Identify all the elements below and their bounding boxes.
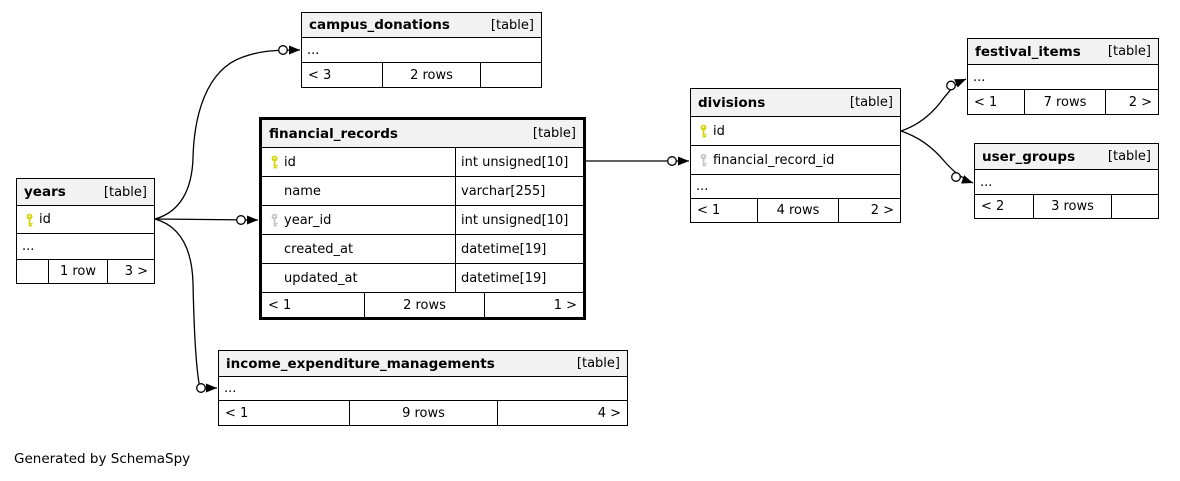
column-row-id: id	[17, 206, 154, 234]
table-financial_records[interactable]: financial_records [table] id int unsigne…	[259, 117, 586, 320]
table-name: financial_records	[269, 125, 398, 142]
footer-children: < 1	[974, 94, 998, 110]
table-name: years	[24, 184, 66, 200]
table-type-tag: [table]	[532, 126, 576, 141]
table-header: income_expenditure_managements [table]	[219, 351, 627, 377]
footer-children: < 1	[225, 405, 249, 421]
table-divisions[interactable]: divisions [table] id financial_record_id…	[690, 88, 901, 223]
table-type-tag: [table]	[103, 184, 147, 200]
footer-parents: 1 >	[484, 293, 583, 317]
footer-parents	[1111, 195, 1158, 218]
hidden-columns-row: ...	[691, 175, 900, 199]
hidden-columns-row: ...	[975, 170, 1158, 195]
table-footer: 1 row 3 >	[17, 260, 154, 283]
table-footer: < 1 7 rows 2 >	[968, 90, 1158, 114]
column-row-year_id: year_id int unsigned[10]	[262, 206, 583, 235]
footer-row-count: 2 rows	[364, 293, 484, 317]
hidden-columns-row: ...	[302, 38, 541, 63]
column-name: id	[713, 123, 725, 139]
column-row-id: id	[691, 117, 900, 146]
foreign-key-icon	[264, 213, 284, 227]
table-years[interactable]: years [table] id ... 1 row 3 >	[16, 178, 155, 284]
table-user_groups[interactable]: user_groups [table] ... < 2 3 rows	[974, 143, 1159, 219]
column-name: id	[39, 212, 51, 227]
primary-key-icon	[693, 124, 713, 138]
table-type-tag: [table]	[849, 95, 893, 110]
hidden-columns-row: ...	[968, 65, 1158, 90]
column-name: name	[284, 183, 321, 199]
footer-children: < 1	[697, 203, 721, 218]
column-row-created_at: created_at datetime[19]	[262, 235, 583, 264]
table-festival_items[interactable]: festival_items [table] ... < 1 7 rows 2 …	[967, 38, 1159, 115]
table-type-tag: [table]	[1107, 149, 1151, 164]
table-footer: < 2 3 rows	[975, 195, 1158, 218]
hidden-columns-row: ...	[17, 234, 154, 260]
table-income_expenditure_managements[interactable]: income_expenditure_managements [table] .…	[218, 350, 628, 426]
footer-children: < 2	[981, 199, 1005, 214]
table-footer: < 1 9 rows 4 >	[219, 401, 627, 425]
footer-parents: 3 >	[107, 260, 154, 283]
column-name: year_id	[284, 212, 332, 228]
footer-children: < 1	[268, 297, 292, 313]
footer-parents	[480, 63, 541, 87]
table-name: campus_donations	[309, 17, 450, 33]
table-type-tag: [table]	[576, 356, 620, 371]
table-campus_donations[interactable]: campus_donations [table] ... < 3 2 rows	[301, 12, 542, 88]
primary-key-icon	[19, 213, 39, 227]
generator-credit: Generated by SchemaSpy	[14, 451, 191, 467]
table-header: campus_donations [table]	[302, 13, 541, 38]
table-footer: < 3 2 rows	[302, 63, 541, 87]
column-type: datetime[19]	[455, 264, 583, 292]
column-type: datetime[19]	[455, 235, 583, 263]
table-header: financial_records [table]	[262, 120, 583, 148]
table-name: income_expenditure_managements	[226, 355, 495, 372]
column-row-updated_at: updated_at datetime[19]	[262, 264, 583, 293]
table-footer: < 1 2 rows 1 >	[262, 293, 583, 317]
footer-row-count: 9 rows	[349, 401, 497, 425]
column-type: int unsigned[10]	[455, 148, 583, 176]
table-header: festival_items [table]	[968, 39, 1158, 65]
edge-years-financial_records	[154, 215, 259, 225]
column-name: id	[284, 154, 296, 170]
column-row-name: name varchar[255]	[262, 177, 583, 206]
footer-row-count: 7 rows	[1024, 90, 1105, 114]
edge-financial_records-divisions	[586, 156, 689, 166]
table-header: years [table]	[17, 179, 154, 206]
foreign-key-icon	[693, 153, 713, 167]
column-name: financial_record_id	[713, 152, 835, 168]
column-row-financial_record_id: financial_record_id	[691, 146, 900, 175]
footer-children	[17, 260, 48, 283]
footer-children: < 3	[308, 67, 332, 83]
footer-row-count: 4 rows	[757, 199, 838, 222]
edge-years-income_expenditure_managements	[154, 218, 218, 393]
edge-divisions-user_groups	[900, 130, 974, 184]
footer-parents: 4 >	[497, 401, 627, 425]
edge-years-campus_donations	[154, 45, 301, 220]
footer-parents: 2 >	[1105, 90, 1158, 114]
edge-divisions-festival_items	[900, 78, 967, 132]
hidden-columns-row: ...	[219, 377, 627, 401]
table-name: user_groups	[982, 148, 1076, 165]
footer-row-count: 1 row	[48, 260, 107, 283]
table-type-tag: [table]	[1107, 44, 1151, 59]
table-header: user_groups [table]	[975, 144, 1158, 170]
primary-key-icon	[264, 155, 284, 169]
column-name: updated_at	[284, 270, 358, 286]
table-header: divisions [table]	[691, 89, 900, 117]
table-type-tag: [table]	[490, 17, 534, 33]
footer-row-count: 2 rows	[382, 63, 480, 87]
column-type: int unsigned[10]	[455, 206, 583, 234]
column-row-id: id int unsigned[10]	[262, 148, 583, 177]
table-name: festival_items	[975, 43, 1081, 60]
footer-parents: 2 >	[838, 199, 900, 222]
column-name: created_at	[284, 241, 354, 257]
table-footer: < 1 4 rows 2 >	[691, 199, 900, 222]
column-type: varchar[255]	[455, 177, 583, 205]
footer-row-count: 3 rows	[1033, 195, 1111, 218]
table-name: divisions	[698, 94, 766, 111]
